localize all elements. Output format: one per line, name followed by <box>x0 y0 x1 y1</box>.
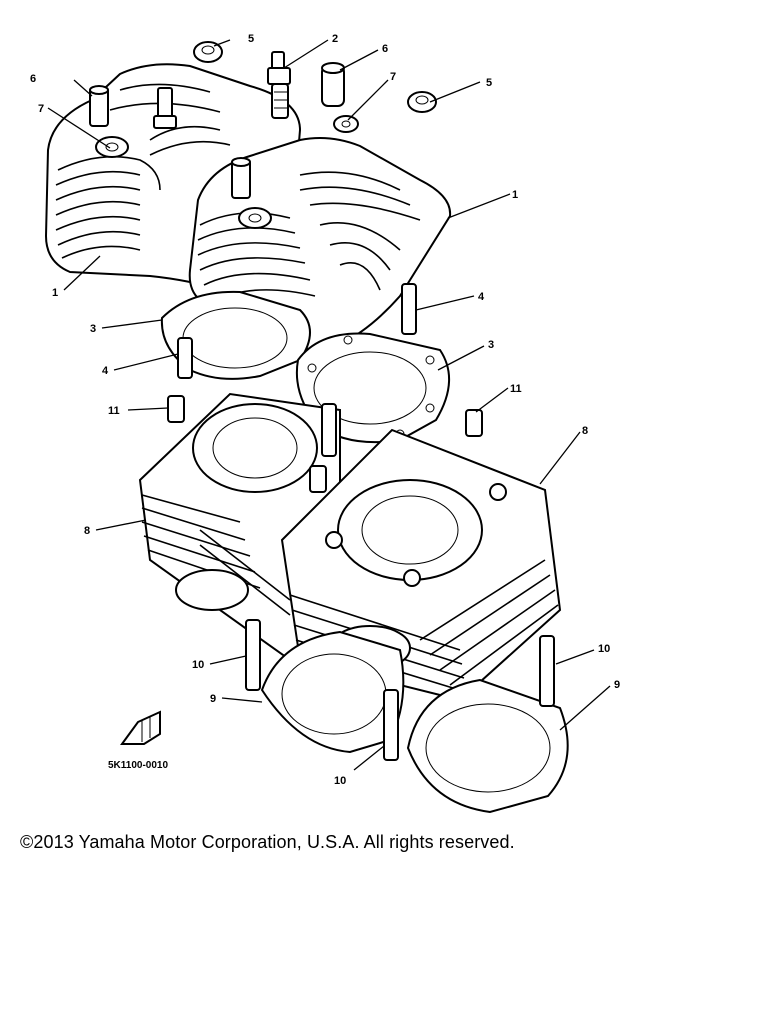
callout-1: 1 <box>52 287 58 299</box>
nut-5-top <box>193 41 223 63</box>
callout-3: 3 <box>488 339 494 351</box>
callout-9: 9 <box>210 693 216 705</box>
callout-10: 10 <box>334 775 346 787</box>
callout-5: 5 <box>248 33 254 45</box>
stud-6-right <box>231 157 251 199</box>
stud-4-left <box>177 337 193 379</box>
callout-2: 2 <box>332 33 338 45</box>
spark-plug-2 <box>267 51 291 119</box>
callout-labels: 6 7 5 2 6 7 5 1 1 3 4 4 3 11 11 8 8 10 1… <box>30 33 620 787</box>
nut-5-right <box>407 91 437 113</box>
stud-10-bottom <box>383 689 399 761</box>
callout-5: 5 <box>486 77 492 89</box>
bolt-11-left <box>167 395 185 423</box>
engine-section-icon <box>120 710 161 745</box>
callout-8: 8 <box>582 425 588 437</box>
callout-10: 10 <box>192 659 204 671</box>
callout-7: 7 <box>38 103 44 115</box>
leader-lines <box>47 39 611 771</box>
bolt-11-mid <box>309 465 327 493</box>
callout-6: 6 <box>30 73 36 85</box>
callout-7: 7 <box>390 71 396 83</box>
stud-4-mid <box>321 403 337 457</box>
callout-4: 4 <box>478 291 485 303</box>
figure-code: 5K1100-0010 <box>108 760 168 771</box>
callout-11: 11 <box>108 405 120 417</box>
callout-3: 3 <box>90 323 96 335</box>
callout-11: 11 <box>510 383 522 395</box>
stud-10-right <box>539 635 555 707</box>
callout-6: 6 <box>382 43 388 55</box>
callout-8: 8 <box>84 525 90 537</box>
spark-plug-left <box>153 87 177 129</box>
callout-10: 10 <box>598 643 610 655</box>
stud-6 <box>89 85 109 127</box>
callout-1: 1 <box>512 189 518 201</box>
stud-10-left <box>245 619 261 691</box>
bolt-11-right <box>465 409 483 437</box>
copyright-notice: ©2013 Yamaha Motor Corporation, U.S.A. A… <box>20 832 515 852</box>
callout-9: 9 <box>614 679 620 691</box>
callout-4: 4 <box>102 365 109 377</box>
collar-6 <box>321 62 345 107</box>
base-gasket-right <box>406 678 569 814</box>
washer-7 <box>333 115 359 133</box>
stud-4-right <box>401 283 417 335</box>
